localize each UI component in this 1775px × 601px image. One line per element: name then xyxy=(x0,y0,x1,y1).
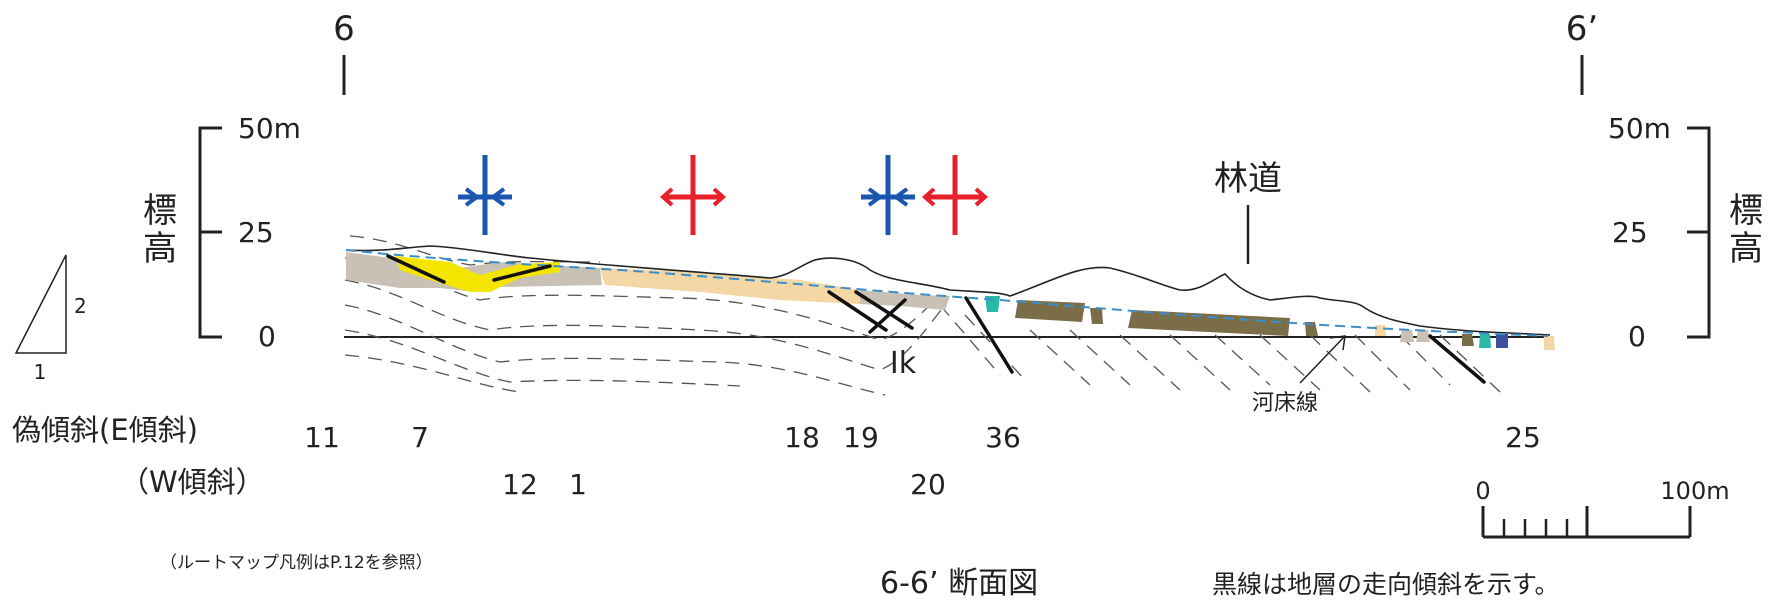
dip-west-value: 12 xyxy=(502,468,538,501)
elevation-axis-left: 50m 25 0 標 高 xyxy=(143,112,301,353)
ratio-vertical: 2 xyxy=(74,294,87,318)
dip-west-value: 1 xyxy=(569,468,587,501)
dip-east-value: 36 xyxy=(985,421,1021,454)
riverbed-label: 河床線 xyxy=(1252,391,1318,416)
olive-stratum-2 xyxy=(1090,308,1103,324)
dip-east-label: 偽傾斜(E傾斜) xyxy=(12,413,198,447)
yellow-stratum xyxy=(395,256,560,292)
dip-east-value: 25 xyxy=(1505,421,1541,454)
dip-east-value: 19 xyxy=(843,421,879,454)
elevation-label-char-2: 高 xyxy=(143,229,177,269)
ratio-horizontal: 1 xyxy=(34,360,47,384)
strike-dip-lines xyxy=(386,254,1486,384)
elevation-label-char-1: 標 xyxy=(143,191,177,231)
tan-stratum xyxy=(600,268,860,304)
olive-stratum-3 xyxy=(1128,310,1290,336)
riverbed-line xyxy=(345,249,1549,337)
elevation-label-char-1-right: 標 xyxy=(1729,191,1763,231)
elevation-tick-25: 25 xyxy=(238,216,274,249)
forest-road-label: 林道 xyxy=(1214,159,1282,199)
section-end-left: 6 xyxy=(333,9,355,49)
legend-reference-note: （ルートマップ凡例はP.12を参照） xyxy=(160,553,433,573)
section-end-right: 6’ xyxy=(1566,9,1598,49)
olive-stratum-4 xyxy=(1305,322,1318,336)
riverbed-leader xyxy=(1299,335,1346,384)
ratio-triangle: 2 1 xyxy=(14,254,87,384)
anticline-symbol-2 xyxy=(921,155,989,235)
dip-west-label: （W傾斜） xyxy=(120,465,265,499)
elevation-label-char-2-right: 高 xyxy=(1729,229,1763,269)
anticline-symbol-1 xyxy=(659,155,727,235)
tan-stratum-3 xyxy=(1544,336,1555,350)
teal-stratum-2 xyxy=(1479,334,1491,348)
elevation-axis-right: 50m 25 0 標 高 xyxy=(1608,112,1763,353)
olive-stratum-5 xyxy=(1462,334,1474,346)
dip-west-value: 20 xyxy=(910,468,946,501)
elevation-tick-50: 50m xyxy=(238,112,301,145)
blue-stratum xyxy=(1496,334,1508,348)
gray-stratum-3 xyxy=(1400,330,1414,342)
elevation-tick-50-right: 50m xyxy=(1608,112,1671,145)
scale-end: 100m xyxy=(1660,477,1729,505)
bedding-traces xyxy=(344,235,1501,396)
dip-east-value: 7 xyxy=(411,421,429,454)
dip-west-values: 12 1 20 xyxy=(502,468,946,501)
gray-stratum-4 xyxy=(1416,330,1430,342)
dip-east-values: 11 7 18 19 36 25 xyxy=(304,421,1541,454)
scale-bar: 0 100m xyxy=(1475,477,1730,539)
elevation-tick-25-right: 25 xyxy=(1612,216,1648,249)
strata-bodies xyxy=(346,252,1555,350)
section-title: 6-6’ 断面図 xyxy=(880,566,1038,601)
formation-code-label: Ik xyxy=(890,346,917,381)
dip-east-value: 18 xyxy=(784,421,820,454)
ground-surface xyxy=(345,245,1551,336)
caption-note: 黒線は地層の走向傾斜を示す。 xyxy=(1212,570,1560,599)
syncline-symbol-1 xyxy=(458,155,512,235)
riverbed-leader-arrow xyxy=(1329,335,1346,351)
dip-east-value: 11 xyxy=(304,421,340,454)
tan-stratum-2 xyxy=(1375,325,1386,336)
syncline-symbol-2 xyxy=(861,155,915,235)
elevation-tick-0: 0 xyxy=(258,320,276,353)
scale-start: 0 xyxy=(1475,477,1490,505)
elevation-tick-0-right: 0 xyxy=(1628,320,1646,353)
